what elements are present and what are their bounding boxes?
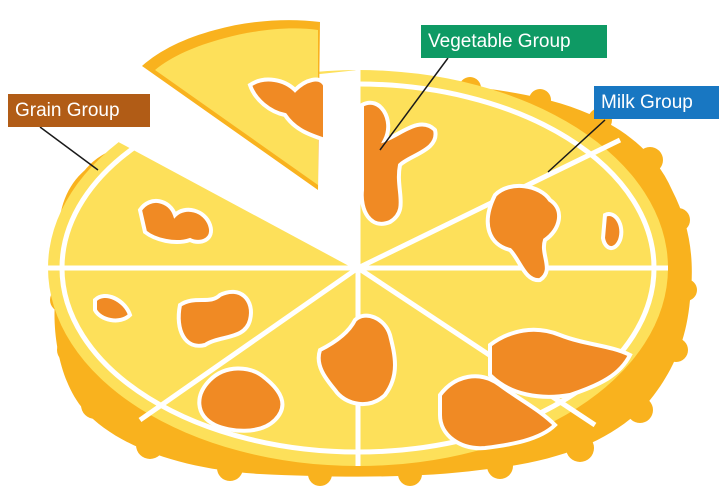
lifted-slice (142, 20, 327, 190)
milk-leader-line (547, 119, 606, 173)
grain-leader-line (39, 126, 99, 171)
slice-lines (48, 70, 668, 466)
toppings (93, 100, 633, 451)
grain-group-label: Grain Group (8, 94, 150, 127)
milk-group-label: Milk Group (594, 86, 719, 119)
vegetable-group-label: Vegetable Group (421, 25, 607, 58)
leader-lines (39, 57, 606, 173)
vegetable-leader-line (379, 57, 449, 151)
